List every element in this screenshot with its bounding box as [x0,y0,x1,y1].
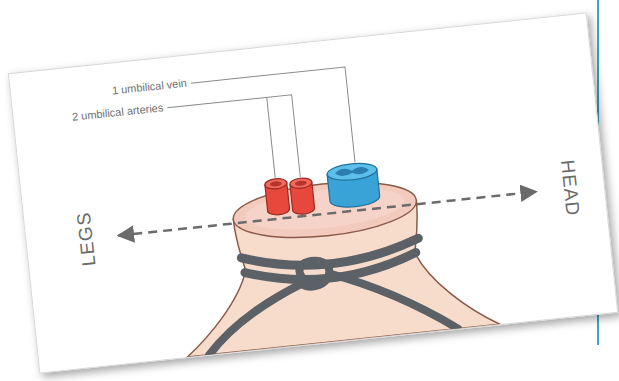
leader-line [165,67,356,190]
umbilical-artery [264,178,290,216]
axis-arrow [118,192,536,236]
umbilical-vein [326,161,380,209]
umbilical-artery [289,177,315,215]
cord-cut-surface [231,174,419,245]
direction-label: HEAD [555,147,585,229]
cord-cut-inner [243,182,406,237]
cord-illustration [9,14,617,373]
direction-label: LEGS [71,198,101,280]
cord-tie [200,235,458,355]
vessel-label: 2 umbilical arteries [23,101,164,129]
vessel-label: 1 umbilical vein [51,77,188,104]
figure-card: 1 umbilical vein2 umbilical arteriesLEGS… [8,12,618,373]
